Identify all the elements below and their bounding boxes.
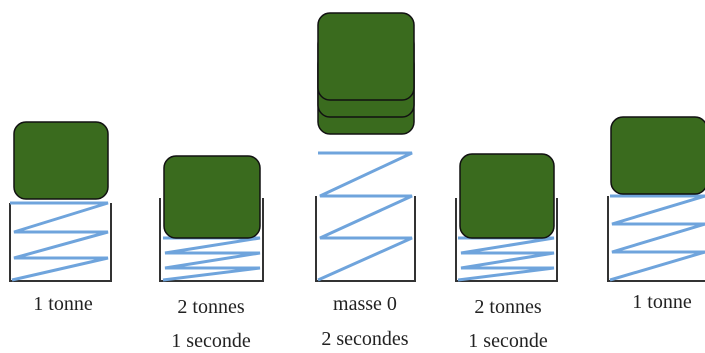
caption-1-line1: 1 tonne <box>33 293 93 315</box>
cup-4 <box>455 198 558 282</box>
mass-block-1 <box>13 121 109 200</box>
caption-4-line1: 2 tonnes <box>474 296 541 318</box>
spring-3 <box>317 151 413 282</box>
cup-2 <box>159 198 264 282</box>
spring-5 <box>609 194 705 282</box>
figure-5 <box>607 116 705 282</box>
figure-3 <box>315 12 416 282</box>
mass-block-4 <box>459 153 555 239</box>
figure-4 <box>455 153 558 282</box>
mass-block-5 <box>610 116 705 195</box>
cup-3 <box>315 196 416 282</box>
caption-2-line1: 2 tonnes <box>177 296 244 318</box>
spring-1 <box>10 201 109 282</box>
caption-3-line1: masse 0 <box>333 293 397 315</box>
caption-3-line2: 2 secondes <box>321 328 408 350</box>
cup-5 <box>607 196 705 282</box>
cup-1 <box>9 203 112 282</box>
spring-4 <box>457 236 555 282</box>
mass-block-2 <box>163 155 261 239</box>
figure-2 <box>159 155 264 282</box>
figure-1 <box>9 121 112 282</box>
mass-block-3a <box>317 12 415 101</box>
caption-4-line2: 1 seconde <box>468 330 548 352</box>
caption-5-line1: 1 tonne <box>632 291 692 313</box>
spring-2 <box>162 236 261 282</box>
caption-2-line2: 1 seconde <box>171 330 251 352</box>
